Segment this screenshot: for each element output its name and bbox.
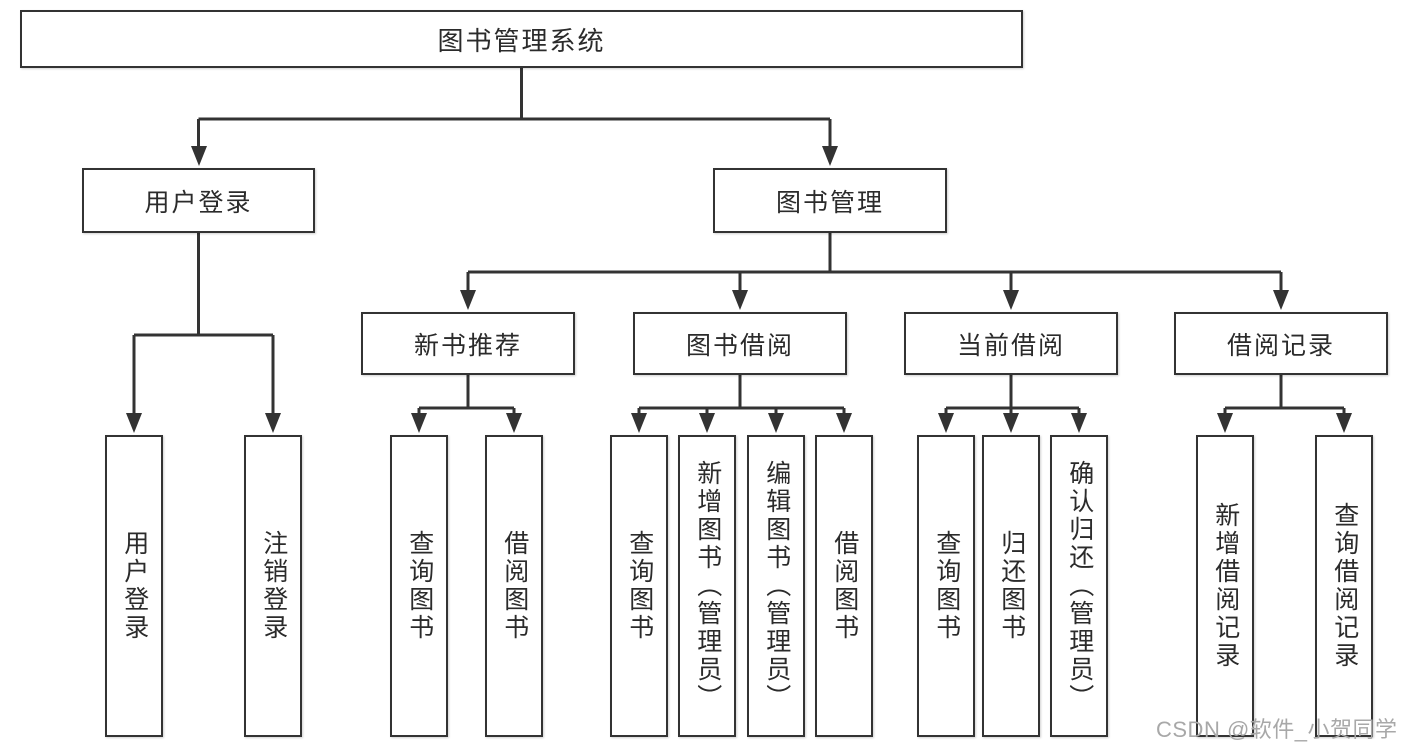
node-label: 借阅图书 (830, 530, 859, 642)
edge-userlogin-to-leaves (132, 233, 275, 416)
node-current-borrowing: 当前借阅 (904, 312, 1118, 375)
leaf-borrow-books-recommend: 借阅图书 (485, 435, 543, 737)
arrow-down-icon (631, 413, 647, 433)
arrow-down-icon (699, 413, 715, 433)
arrow-down-icon (938, 413, 954, 433)
arrow-down-icon (126, 413, 142, 433)
node-label: 图书借阅 (685, 331, 794, 360)
arrow-down-icon (1273, 290, 1289, 310)
node-label: 图书管理 (775, 188, 884, 217)
leaf-query-books-borrow: 查询图书 (610, 435, 668, 737)
arrow-down-icon (836, 413, 852, 433)
node-label: 新书推荐 (413, 331, 522, 360)
node-label: 当前借阅 (956, 331, 1065, 360)
leaf-return-book: 归还图书 (982, 435, 1040, 737)
edge-currentborrow-to-leaves (944, 375, 1081, 416)
arrow-down-icon (1217, 413, 1233, 433)
node-label: 查询借阅记录 (1330, 502, 1359, 670)
node-label: 查询图书 (405, 530, 434, 642)
node-label: 查询图书 (625, 530, 654, 642)
arrow-down-icon (1003, 290, 1019, 310)
node-book-management: 图书管理 (713, 168, 947, 233)
arrow-down-icon (1336, 413, 1352, 433)
node-label: 借阅记录 (1226, 331, 1335, 360)
arrow-down-icon (191, 146, 207, 166)
leaf-logout: 注销登录 (244, 435, 302, 737)
node-library-management-system: 图书管理系统 (20, 10, 1023, 68)
leaf-user-login: 用户登录 (105, 435, 163, 737)
leaf-add-borrow-record: 新增借阅记录 (1196, 435, 1254, 737)
node-label: 归还图书 (997, 530, 1026, 642)
arrow-down-icon (506, 413, 522, 433)
arrow-down-icon (1071, 413, 1087, 433)
node-label: 确认归还（管理员） (1065, 460, 1094, 712)
node-borrowing-records: 借阅记录 (1174, 312, 1388, 375)
node-label: 图书管理系统 (437, 25, 606, 56)
edge-newbook-to-leaves (417, 375, 516, 416)
arrow-down-icon (822, 146, 838, 166)
node-label: 借阅图书 (500, 530, 529, 642)
edge-root-to-level2 (197, 68, 832, 149)
arrow-down-icon (265, 413, 281, 433)
csdn-watermark: CSDN @软件_小贺同学 (1156, 717, 1398, 742)
node-label: 注销登录 (259, 530, 288, 642)
node-user-login: 用户登录 (82, 168, 315, 233)
node-book-borrowing: 图书借阅 (633, 312, 847, 375)
leaf-add-book-admin: 新增图书（管理员） (678, 435, 736, 737)
arrow-down-icon (411, 413, 427, 433)
leaf-edit-book-admin: 编辑图书（管理员） (747, 435, 805, 737)
node-label: 用户登录 (144, 188, 253, 217)
node-new-book-recommendation: 新书推荐 (361, 312, 575, 375)
node-label: 新增借阅记录 (1211, 502, 1240, 670)
node-label: 查询图书 (932, 530, 961, 642)
edge-bookmgmt-to-level3 (466, 233, 1283, 293)
leaf-query-borrow-record: 查询借阅记录 (1315, 435, 1373, 737)
arrow-down-icon (460, 290, 476, 310)
node-label: 编辑图书（管理员） (762, 460, 791, 712)
leaf-borrow-books: 借阅图书 (815, 435, 873, 737)
arrow-down-icon (1003, 413, 1019, 433)
leaf-confirm-return-admin: 确认归还（管理员） (1050, 435, 1108, 737)
arrow-down-icon (768, 413, 784, 433)
arrow-down-icon (732, 290, 748, 310)
edge-bookborrow-to-leaves (637, 375, 846, 416)
node-label: 新增图书（管理员） (693, 460, 722, 712)
leaf-query-books-recommend: 查询图书 (390, 435, 448, 737)
leaf-query-books-current: 查询图书 (917, 435, 975, 737)
edge-borrowrecord-to-leaves (1223, 375, 1346, 416)
node-label: 用户登录 (120, 530, 149, 642)
